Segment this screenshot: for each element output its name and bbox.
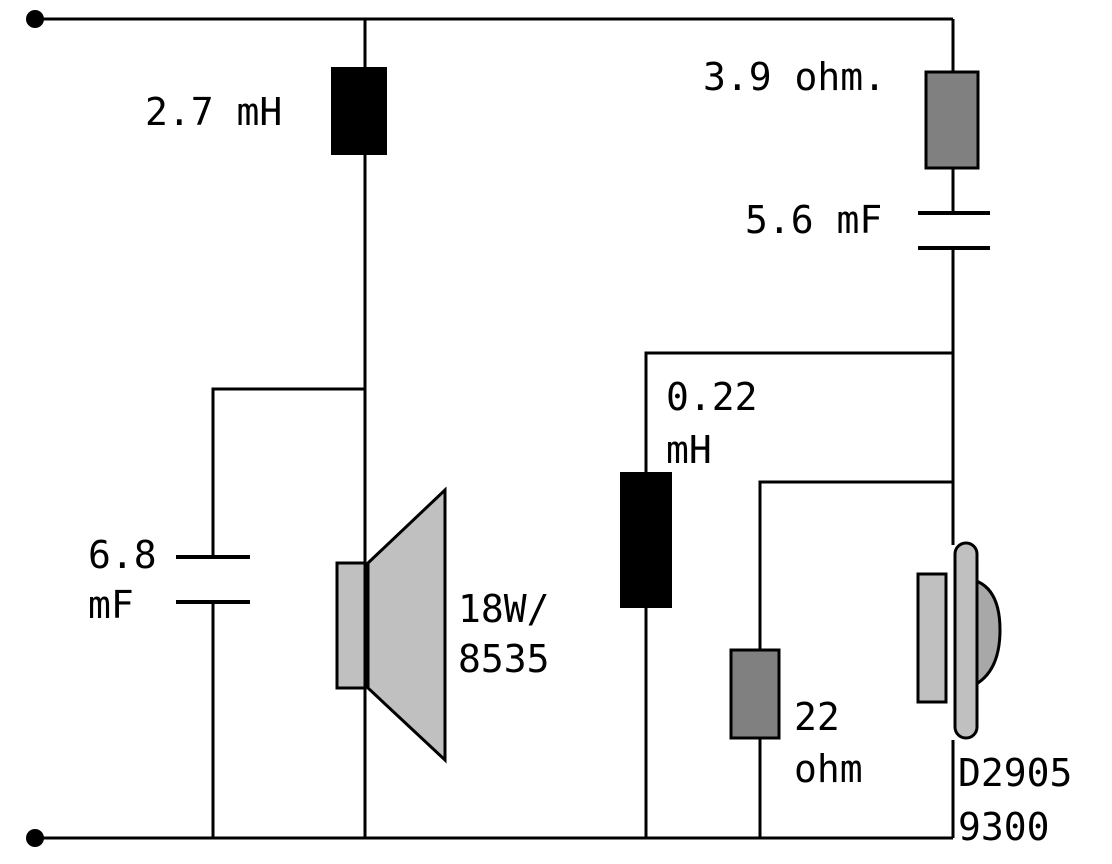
tweeter-magnet: [916, 572, 948, 704]
resistor-3-9ohm-label: 3.9 ohm.: [703, 55, 886, 99]
inductor-0-22mh-wire: [644, 351, 953, 838]
capacitor-5-6mf-label: 5.6 mF: [745, 198, 882, 242]
woofer-magnet: [335, 561, 367, 690]
capacitor-6-8mf-wire-top: [211, 387, 365, 557]
capacitor-5-6mf-gap: [940, 215, 966, 246]
capacitor-6-8mf-label-line1: 6.8: [88, 533, 157, 577]
inductor-0-22mh-label-line1: 0.22: [666, 375, 758, 419]
woofer-label-line2: 8535: [458, 637, 550, 681]
inductor-2-7mh: [331, 67, 387, 155]
resistor-22ohm: [729, 648, 781, 740]
woofer-cone: [366, 486, 447, 764]
inductor-0-22mh-label-line2: mH: [666, 428, 712, 472]
inductor-2-7mh-label: 2.7 mH: [145, 90, 282, 134]
tweeter-label-line1: D2905: [958, 751, 1072, 795]
resistor-3-9ohm: [924, 70, 980, 170]
woofer-label-line1: 18W/: [458, 587, 550, 631]
capacitor-6-8mf-label-line2: mF: [88, 583, 134, 627]
resistor-22ohm-label-line2: ohm: [794, 747, 863, 791]
tweeter-label-line2: 9300: [958, 805, 1050, 849]
tweeter-diaphragm: [953, 541, 979, 740]
inductor-0-22mh: [620, 472, 672, 608]
resistor-22ohm-label-line1: 22: [794, 695, 840, 739]
